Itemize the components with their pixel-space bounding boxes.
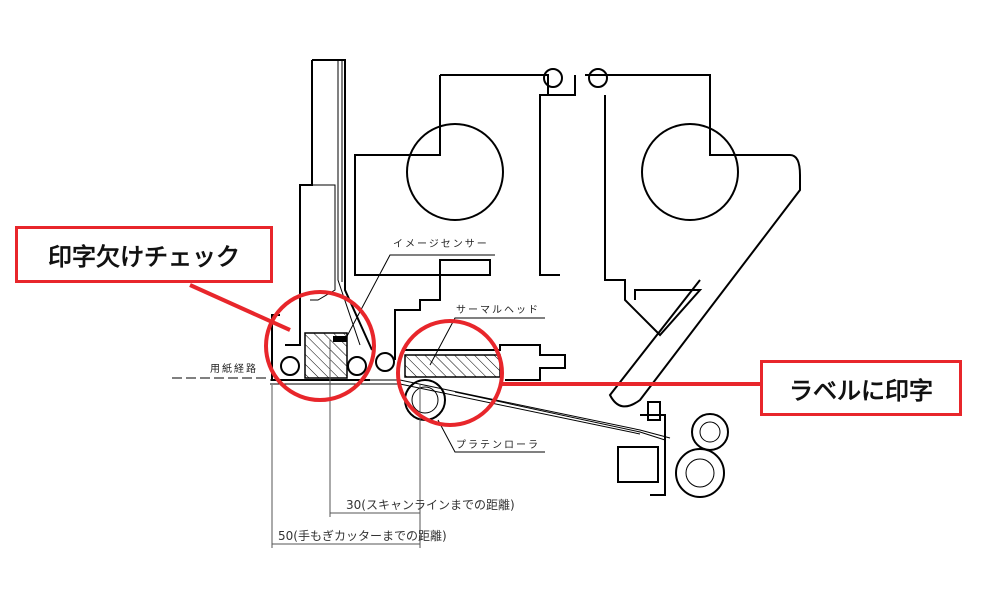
roller-left [280,356,300,376]
roller-right [347,356,367,376]
label-print-callout: ラベルに印字 [760,360,962,416]
thermal-head-label: サーマルヘッド [456,304,540,316]
print-check-callout: 印字欠けチェック [15,226,273,283]
platen-roller-label: プラテンローラ [456,439,540,451]
thermal-head [404,354,501,378]
left-cover [285,60,313,346]
tear-cutter-dimension: 50(手もぎカッターまでの距離) [278,529,447,543]
image-sensor-label: イメージセンサー [393,238,489,250]
paper-path-label: 用紙経路 [210,362,258,375]
label-print-highlight [396,319,504,427]
upper-housing-left [354,75,491,360]
scan-line-dimension: 30(スキャンラインまでの距離) [346,498,515,512]
media-roll-left [406,123,504,221]
print-check-highlight [264,290,376,402]
upper-housing-right [585,74,801,408]
media-roll-right [641,123,739,221]
